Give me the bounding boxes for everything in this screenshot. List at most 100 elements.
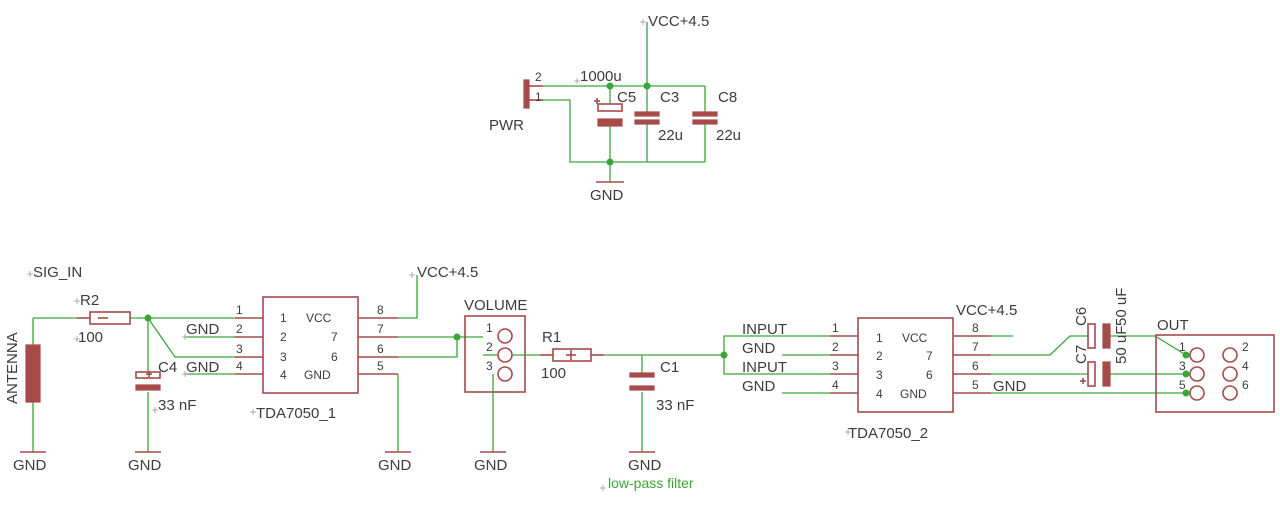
chip-inner-label: VCC (902, 331, 928, 345)
junction (643, 82, 651, 90)
capacitor-c4 (135, 371, 161, 391)
r1-name: R1 (542, 329, 561, 346)
pin-number: 5 (972, 378, 979, 392)
junction (1182, 370, 1190, 378)
r2-value: 100 (78, 329, 103, 346)
pin-number: 7 (972, 340, 979, 354)
net-label: GND (742, 340, 776, 357)
c7-value: 50 uF (1113, 326, 1130, 364)
chip-inner-label: GND (304, 368, 331, 382)
resistor-r2 (77, 311, 131, 325)
chip-inner-label: GND (900, 387, 927, 401)
c8-name: C8 (718, 89, 737, 106)
chip-inner-label: 3 (280, 350, 287, 364)
c3-name: C3 (660, 89, 679, 106)
gnd-label: GND (378, 457, 412, 474)
c7-name: C7 (1073, 345, 1090, 364)
pin-number: 1 (832, 321, 839, 335)
volume-name: VOLUME (464, 297, 527, 314)
antenna (25, 344, 41, 403)
origin-markers (27, 19, 851, 491)
chip-inner-label: 2 (876, 349, 883, 363)
junction (1182, 389, 1190, 397)
pin-number: 6 (1242, 378, 1249, 392)
net-label: INPUT (742, 321, 787, 338)
antenna-label: ANTENNA (4, 332, 21, 404)
pin-number: 1 (535, 90, 542, 104)
pin-number: 2 (486, 340, 493, 354)
pin-number: 1 (1179, 340, 1186, 354)
pin-number: 4 (1242, 359, 1249, 373)
net-gnd-label: GND (186, 321, 220, 338)
chip-name: TDA7050_1 (256, 405, 336, 422)
pin-number: 2 (535, 70, 542, 84)
pin-number: 4 (832, 378, 839, 392)
junction (1182, 351, 1190, 359)
pin-number: 2 (236, 322, 243, 336)
chip-inner-label: 1 (876, 331, 883, 345)
pin-number: 6 (377, 342, 384, 356)
c1-value: 33 nF (656, 397, 694, 414)
net-label: GND (993, 378, 1027, 395)
chip-inner-label: 7 (926, 349, 933, 363)
pin-number: 8 (377, 303, 384, 317)
r1-value: 100 (541, 365, 566, 382)
filter-section: R1 100 C1 33 nF GND low-pass filter (540, 329, 724, 491)
gnd-label: GND (590, 187, 624, 204)
amp1-chip: 1 VCC 2 7 3 6 4 GND 1 2 3 4 8 7 6 5 TDA7… (235, 264, 483, 474)
c4-value: 33 nF (158, 397, 196, 414)
gnd-label: GND (128, 457, 162, 474)
junction (606, 82, 614, 90)
junction (453, 333, 461, 341)
c5-value: 1000u (580, 68, 622, 85)
chip-name: TDA7050_2 (848, 425, 928, 442)
pin-number: 8 (972, 321, 979, 335)
pin-number: 3 (832, 359, 839, 373)
pin-number: 4 (236, 359, 243, 373)
junction (606, 158, 614, 166)
pin-number: 3 (1179, 359, 1186, 373)
c6-name: C6 (1073, 307, 1090, 326)
capacitor-c5 (594, 98, 623, 127)
pin-number: 5 (377, 359, 384, 373)
pin-number: 6 (972, 359, 979, 373)
pin-number: 5 (1179, 378, 1186, 392)
r2-name: R2 (80, 292, 99, 309)
gnd-label: GND (13, 457, 47, 474)
chip-inner-label: 3 (876, 368, 883, 382)
output-section: C6 50 uF C7 50 uF OUT 1 2 3 4 5 6 (1073, 288, 1275, 413)
gnd-label: GND (628, 457, 662, 474)
c5-name: C5 (617, 89, 636, 106)
vcc-label: VCC+4.5 (417, 264, 478, 281)
pin-number: 2 (1242, 340, 1249, 354)
junction (144, 314, 152, 322)
chip-inner-label: 7 (331, 330, 338, 344)
chip-inner-label: 4 (280, 368, 287, 382)
pin-number: 3 (486, 359, 493, 373)
pin-number: 1 (236, 303, 243, 317)
power-section: VCC+4.5 PWR 2 1 1000u C5 C3 22u C8 22u G… (489, 13, 741, 204)
chip-inner-label: VCC (306, 311, 332, 325)
vcc-label: VCC+4.5 (956, 302, 1017, 319)
input-section: SIG_IN ANTENNA GND R2 100 C4 33 nF GND G… (4, 264, 235, 474)
c1-name: C1 (660, 359, 679, 376)
chip-inner-label: 2 (280, 330, 287, 344)
gnd-label: GND (474, 457, 508, 474)
chip-inner-label: 6 (331, 350, 338, 364)
sig-in-label: SIG_IN (33, 264, 82, 281)
net-label: GND (742, 378, 776, 395)
out-name: OUT (1157, 317, 1189, 334)
chip-inner-label: 4 (876, 387, 883, 401)
pin-number: 3 (236, 342, 243, 356)
chip-inner-label: 6 (926, 368, 933, 382)
pin-number: 7 (377, 322, 384, 336)
capacitor-c8 (692, 111, 718, 125)
net-label: INPUT (742, 359, 787, 376)
filter-note: low-pass filter (608, 475, 694, 491)
pin-number: 1 (486, 321, 493, 335)
pin-number: 2 (832, 340, 839, 354)
c4-name: C4 (158, 359, 177, 376)
pwr-name: PWR (489, 117, 524, 134)
vcc-label: VCC+4.5 (648, 13, 709, 30)
